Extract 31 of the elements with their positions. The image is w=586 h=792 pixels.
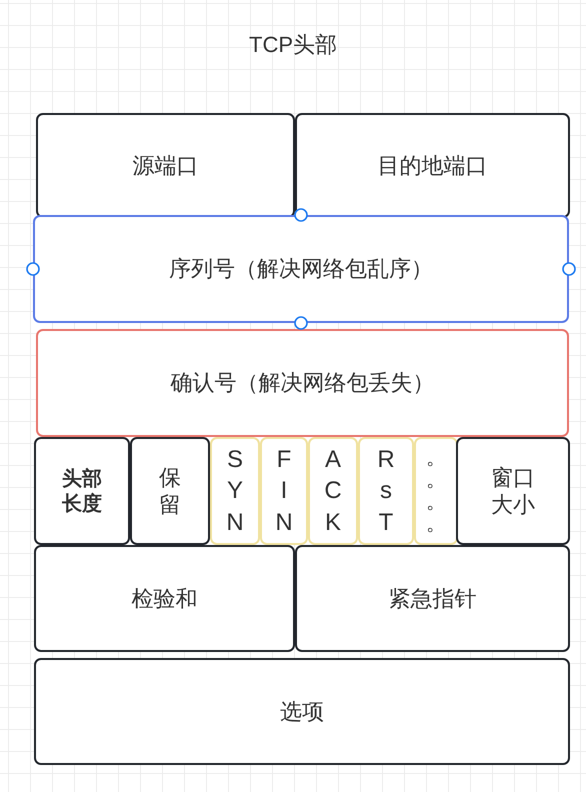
header-field [34,437,130,545]
flag-field [414,437,458,545]
field-label: 源端口 [132,152,198,180]
diagram-title: TCP头部 [249,31,337,59]
field-label: 紧急指针 [388,584,476,612]
header-field [33,215,569,323]
header-field [36,113,295,218]
flag-field [260,437,308,545]
flag-field [308,437,358,545]
header-field [295,113,570,218]
flag-label: ACK [324,445,342,538]
header-field [456,437,570,545]
header-field [34,545,295,652]
flag-label: SYN [226,445,244,538]
field-label: 确认号（解决网络包丢失） [170,369,434,397]
flag-field [358,437,414,545]
field-label: 保留 [159,464,181,518]
flag-label: 。。。。 [426,447,446,535]
header-field [34,658,570,765]
field-label: 头部长度 [62,466,102,516]
field-label: 序列号（解决网络包乱序） [169,255,433,283]
flag-label: FIN [275,445,293,538]
header-field [295,545,570,652]
field-label: 目的地端口 [378,152,488,180]
header-field [36,329,569,437]
field-label: 检验和 [132,584,198,612]
flag-label: RsT [377,445,395,538]
field-label: 选项 [280,698,324,726]
field-label: 窗口大小 [491,464,535,518]
flag-field [210,437,260,545]
header-field [130,437,210,545]
